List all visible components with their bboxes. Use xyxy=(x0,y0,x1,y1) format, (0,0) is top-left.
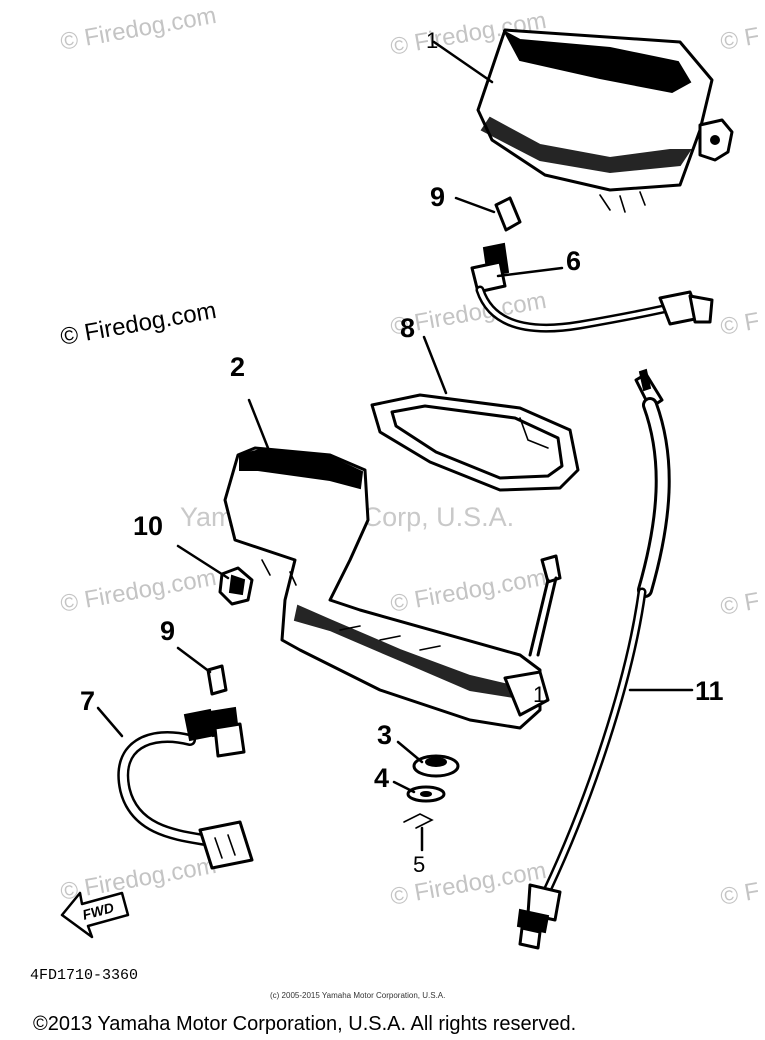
footer-copyright: ©2013 Yamaha Motor Corporation, U.S.A. A… xyxy=(33,1013,576,1035)
callout-7: 7 xyxy=(80,686,95,716)
grommet-part-3 xyxy=(412,754,460,778)
watermark-firedog: © Firedog.com xyxy=(58,564,218,618)
callout-10: 10 xyxy=(133,511,163,541)
meter-body-part-2 xyxy=(223,446,550,730)
leader-lines xyxy=(96,40,694,852)
callout-11: 11 xyxy=(695,676,724,706)
callout-9-top: 9 xyxy=(430,182,445,212)
watermark-firedog-dark: © Firedog.com xyxy=(58,297,218,351)
callout-1-small: 1 xyxy=(533,682,545,707)
callout-1: 1 xyxy=(426,28,438,53)
bulb-part-9-top xyxy=(494,196,522,232)
callout-9-left: 9 xyxy=(160,616,175,646)
watermark-firedog: © Firedog.com xyxy=(58,852,218,906)
meter-housing-part-1 xyxy=(476,28,734,213)
cable-part-11 xyxy=(516,368,671,950)
clip-part-5 xyxy=(403,813,434,829)
watermark-firedog-partial: © F xyxy=(718,588,761,621)
callout-6: 6 xyxy=(566,246,581,276)
watermark-firedog: © Firedog.com xyxy=(388,564,548,618)
bolt xyxy=(528,554,562,657)
watermark-firedog-partial: © F xyxy=(718,308,761,341)
callout-2: 2 xyxy=(230,352,245,382)
forward-arrow-icon: FWD xyxy=(60,891,130,939)
holder-part-10 xyxy=(218,566,254,606)
callout-4: 4 xyxy=(374,763,389,793)
callout-5: 5 xyxy=(413,852,425,877)
watermark-firedog-partial: © F xyxy=(718,23,761,56)
small-copyright: (c) 2005-2015 Yamaha Motor Corporation, … xyxy=(270,991,445,1000)
fwd-label: FWD xyxy=(81,899,116,923)
socket-cord-part-6 xyxy=(470,242,714,333)
washer-part-4 xyxy=(406,785,446,803)
callouts: 1 9 6 8 2 10 9 7 3 4 5 11 1 xyxy=(80,28,724,877)
callout-8: 8 xyxy=(400,313,415,343)
harness-part-7 xyxy=(117,706,254,870)
callout-3: 3 xyxy=(377,720,392,750)
diagram-part-code: 4FD1710-3360 xyxy=(30,967,138,984)
bulb-part-9-left xyxy=(206,664,228,696)
gasket-part-8 xyxy=(370,393,580,492)
watermark-firedog-partial: © F xyxy=(718,878,761,911)
watermark-firedog: © Firedog.com xyxy=(58,2,218,56)
